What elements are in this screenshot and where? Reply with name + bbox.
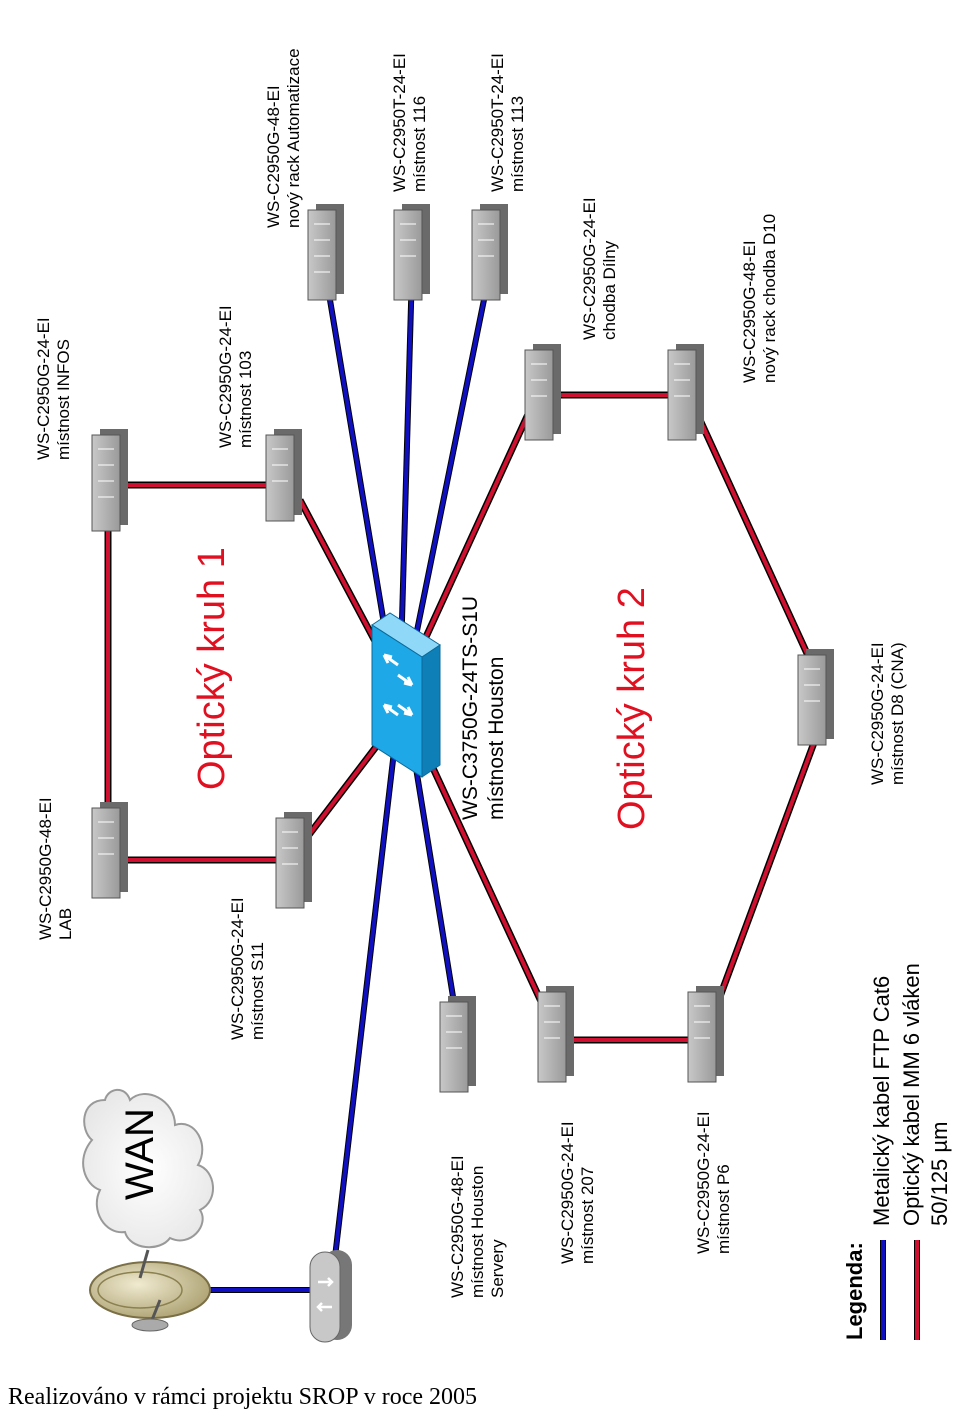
switch-116 (393, 204, 430, 301)
legend-lines (880, 1240, 920, 1340)
core-switch-icon (371, 612, 441, 778)
switch-lab (91, 802, 128, 899)
router-icon (309, 1250, 352, 1343)
ring1-title: Optický kruh 1 (191, 547, 233, 790)
switch-s11 (275, 812, 312, 909)
switch-p6 (687, 986, 724, 1083)
ring2-title: Optický kruh 2 (611, 587, 653, 830)
switch-d10 (667, 344, 704, 441)
switch-automatizace (307, 204, 344, 301)
wan-label: WAN (118, 1108, 162, 1200)
satellite-dish-icon (89, 1249, 211, 1332)
caption: Realizováno v rámci projektu SROP v roce… (8, 1384, 478, 1410)
legend-metal: Metalický kabel FTP Cat6 (869, 975, 894, 1226)
switch-servery (439, 996, 476, 1093)
switch-infos (91, 429, 128, 532)
optical-links (104, 391, 819, 1044)
switch-113 (471, 204, 508, 301)
switch-103 (265, 429, 302, 522)
switch-dilny (524, 344, 561, 441)
legend-title: Legenda: (842, 1242, 867, 1340)
switch-207 (537, 986, 574, 1083)
switch-d8 (797, 649, 834, 746)
wan-cloud-icon (82, 1088, 214, 1249)
metal-links (205, 269, 493, 1301)
access-switches (91, 204, 834, 1093)
